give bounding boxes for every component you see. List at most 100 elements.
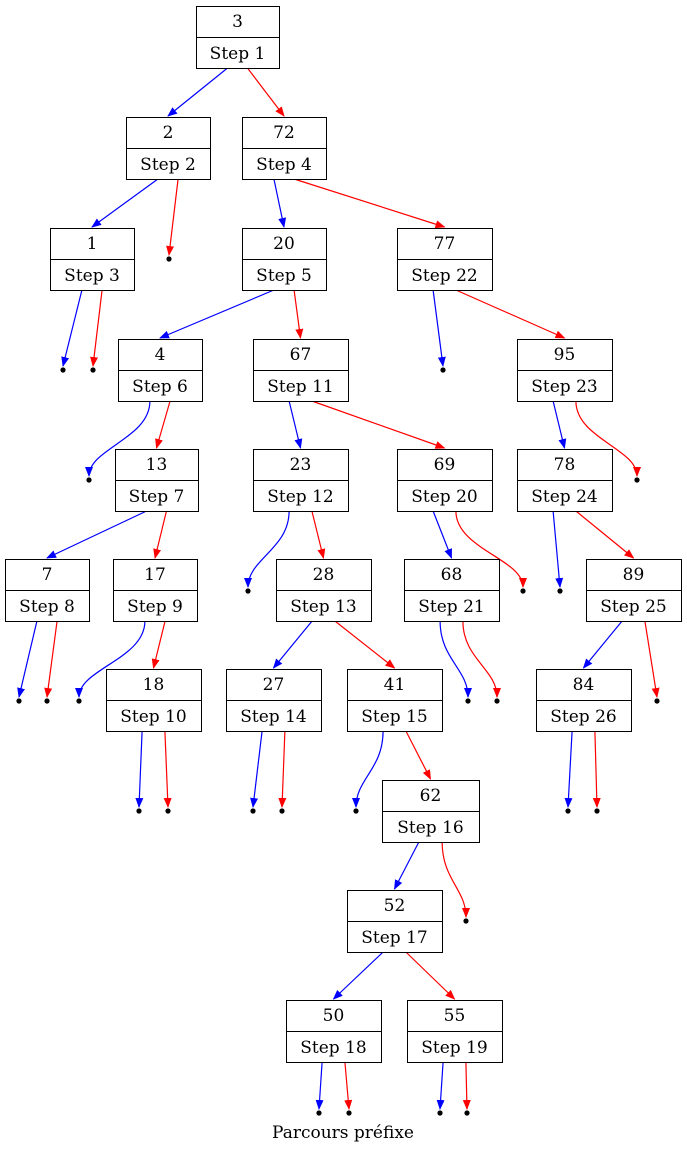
left-child-edge [552,400,567,449]
right-child-edge [441,841,470,918]
left-child-edge [159,289,275,339]
right-child-edge [455,510,527,588]
node-step-label: Step 11 [267,377,333,397]
node-step-label: Step 24 [531,487,597,507]
node-value: 78 [554,455,576,475]
node-step-label: Step 12 [267,487,333,507]
node-step-label: Step 2 [140,155,196,175]
node-value: 67 [290,345,312,365]
null-leaf-dot [494,698,500,704]
right-child-edge [575,400,641,477]
node-step-label: Step 3 [64,266,120,286]
node-step-label: Step 15 [361,707,427,727]
node-value: 4 [155,345,166,365]
node-value: 2 [163,123,174,143]
node-value: 95 [554,345,576,365]
node-value: 77 [434,234,456,254]
node-step-label: Step 18 [300,1038,366,1058]
node-value: 20 [273,234,295,254]
node-step-label: Step 13 [290,597,356,617]
null-leaf-dot [60,367,66,373]
node-step-label: Step 22 [411,266,477,286]
left-child-edge [135,730,144,808]
null-leaf-dot [520,588,526,594]
left-child-edge [288,400,303,449]
null-leaf-dot [557,588,563,594]
node-step-label: Step 19 [421,1038,487,1058]
null-leaf-dot [634,477,640,483]
node-step-label: Step 4 [256,155,312,175]
node-value: 72 [273,123,295,143]
node-step-label: Step 17 [361,928,427,948]
left-child-edge [315,1061,324,1110]
null-leaf-dot [136,808,142,814]
node-step-label: Step 7 [129,487,185,507]
left-child-edge [75,620,146,698]
node-value: 69 [434,455,456,475]
node-value: 17 [144,565,166,585]
left-child-edge [61,289,83,367]
node-value: 84 [573,675,595,695]
null-leaf-dot [437,1110,443,1116]
right-child-edge [246,67,285,117]
right-child-edge [155,400,171,449]
node-value: 50 [323,1006,345,1026]
left-child-edge [564,730,573,808]
left-child-edge [46,510,147,559]
left-child-edge [439,620,472,698]
right-child-edge [575,510,635,559]
node-step-label: Step 16 [397,818,463,838]
null-leaf-dot [16,698,22,704]
null-leaf-dot [90,367,96,373]
right-child-edge [455,289,566,339]
diagram-caption: Parcours préfixe [272,1123,414,1143]
left-child-edge [332,951,384,1000]
left-child-edge [272,620,313,669]
node-value: 18 [143,675,165,695]
right-child-edge [163,730,172,808]
null-leaf-dot [250,808,256,814]
left-child-edge [250,730,263,808]
left-child-edge [17,620,38,698]
node-step-label: Step 23 [531,377,597,397]
null-leaf-dot [86,477,92,483]
left-child-edge [273,178,287,228]
node-step-label: Step 9 [127,597,183,617]
right-child-edge [405,951,456,1000]
left-child-edge [352,730,384,808]
right-child-edge [405,730,432,780]
right-child-edge [334,620,396,669]
left-child-edge [432,289,446,367]
right-child-edge [90,289,103,367]
null-leaf-dot [76,698,82,704]
left-child-edge [167,67,228,117]
null-leaf-dot [465,698,471,704]
null-leaf-dot [353,808,359,814]
right-child-edge [153,510,168,559]
right-child-edge [344,1061,353,1110]
right-child-edge [644,620,660,698]
node-value: 23 [290,455,312,475]
left-child-edge [244,510,290,588]
right-child-edge [311,400,446,449]
left-child-edge [436,1061,445,1110]
null-leaf-dot [346,1110,352,1116]
node-step-label: Step 1 [210,44,266,64]
node-value: 1 [87,234,98,254]
node-value: 52 [384,896,406,916]
